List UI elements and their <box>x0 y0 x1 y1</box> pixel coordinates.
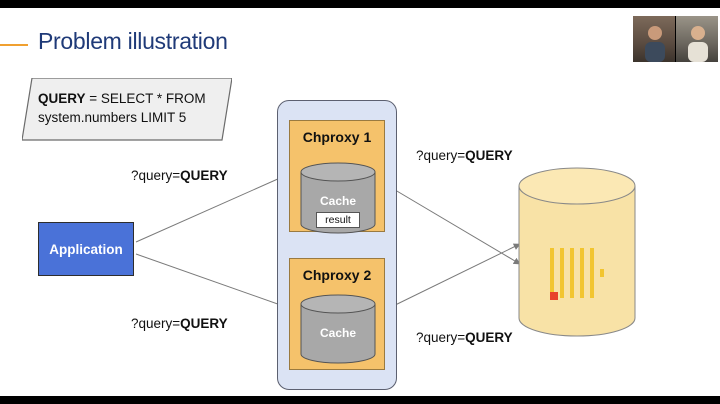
database-cylinder <box>518 167 636 337</box>
cache-label-1: Cache <box>319 194 357 208</box>
query-definition-text: QUERY = SELECT * FROM system.numbers LIM… <box>38 89 206 127</box>
query-sql-line1: = SELECT * FROM <box>85 91 206 106</box>
arrow-app-to-proxy2 <box>135 253 290 310</box>
person-icon <box>645 26 665 62</box>
parallelogram-shape <box>22 78 232 141</box>
arrow-proxy2-to-db <box>384 243 521 311</box>
arrow-app-to-proxy1 <box>135 173 290 243</box>
proxy-title-2: Chproxy 2 <box>302 267 372 283</box>
connector-arrows <box>135 173 521 311</box>
edge-label-proxy1-db: ?query=QUERY <box>416 148 513 163</box>
slide: Problem illustration QUERY = SELECT * FR… <box>0 8 720 396</box>
cache-result-entry: result <box>316 212 360 228</box>
proxy-title-1: Chproxy 1 <box>302 129 372 145</box>
person-icon <box>688 26 708 62</box>
cache-cylinder-2 <box>300 294 376 364</box>
webcam-participant-1 <box>633 16 675 62</box>
query-sql-line2: system.numbers LIMIT 5 <box>38 110 187 125</box>
webcam-participant-2 <box>676 16 718 62</box>
webcam-thumbnails <box>633 16 718 62</box>
cache-label-2: Cache <box>319 326 357 340</box>
edge-label-app-proxy1: ?query=QUERY <box>131 168 228 183</box>
application-label: Application <box>49 241 123 257</box>
clickhouse-logo-icon <box>550 248 604 300</box>
edge-label-proxy2-db: ?query=QUERY <box>416 330 513 345</box>
query-keyword: QUERY <box>38 91 86 106</box>
slide-title: Problem illustration <box>38 28 228 54</box>
edge-label-app-proxy2: ?query=QUERY <box>131 316 228 331</box>
application-box: Application <box>38 222 134 276</box>
query-definition-box: QUERY = SELECT * FROM system.numbers LIM… <box>22 78 232 142</box>
title-accent-line <box>0 44 28 46</box>
arrow-proxy1-to-db <box>384 183 521 265</box>
